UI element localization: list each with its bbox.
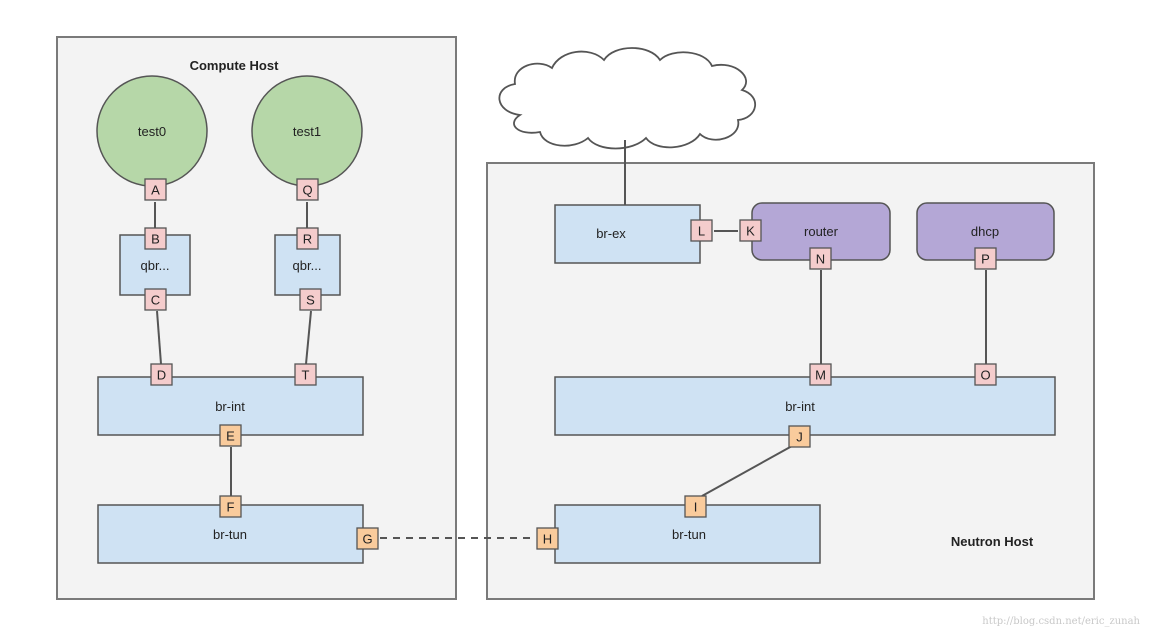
port-G: G: [356, 527, 379, 550]
port-M-label: M: [815, 368, 826, 383]
port-D: D: [150, 363, 173, 386]
qbr0-label: qbr...: [141, 258, 170, 273]
port-J: J: [788, 425, 811, 448]
br-ex-label: br-ex: [596, 226, 626, 241]
port-M: M: [809, 363, 832, 386]
port-G-label: G: [362, 532, 372, 547]
port-A: A: [144, 178, 167, 201]
link-C-D: [156, 310, 162, 365]
port-O: O: [974, 363, 997, 386]
port-K: K: [739, 219, 762, 242]
port-F-label: F: [227, 500, 235, 515]
port-S-label: S: [306, 293, 315, 308]
external-network-cloud-icon: [498, 47, 756, 150]
port-I-label: I: [694, 500, 698, 515]
port-I: I: [684, 495, 707, 518]
port-B: B: [144, 227, 167, 250]
port-E-label: E: [226, 429, 235, 444]
port-P: P: [974, 247, 997, 270]
port-J-label: J: [796, 430, 803, 445]
router-label: router: [804, 224, 839, 239]
port-Q: Q: [296, 178, 319, 201]
port-F: F: [219, 495, 242, 518]
port-Q-label: Q: [302, 183, 312, 198]
port-B-label: B: [151, 232, 160, 247]
br-ex-bridge: [554, 204, 701, 264]
port-H: H: [536, 527, 559, 550]
port-N: N: [809, 247, 832, 270]
port-E: E: [219, 424, 242, 447]
port-P-label: P: [981, 252, 990, 267]
port-C-label: C: [151, 293, 160, 308]
port-K-label: K: [746, 224, 755, 239]
neutron-br-int-label: br-int: [785, 399, 815, 414]
port-R: R: [296, 227, 319, 250]
port-A-label: A: [151, 183, 160, 198]
dhcp-label: dhcp: [971, 224, 999, 239]
port-N-label: N: [816, 252, 825, 267]
port-T: T: [294, 363, 317, 386]
compute-br-tun-label: br-tun: [213, 527, 247, 542]
port-T-label: T: [302, 368, 310, 383]
port-S: S: [299, 288, 322, 311]
vm-test1-label: test1: [293, 124, 321, 139]
port-O-label: O: [980, 368, 990, 383]
neutron-br-int-bridge: [554, 376, 1056, 436]
neutron-host-title: Neutron Host: [951, 534, 1034, 549]
port-H-label: H: [543, 532, 552, 547]
neutron-br-tun-label: br-tun: [672, 527, 706, 542]
port-L-label: L: [698, 224, 705, 239]
link-J-I: [701, 445, 793, 497]
port-L: L: [690, 219, 713, 242]
port-R-label: R: [303, 232, 312, 247]
port-C: C: [144, 288, 167, 311]
watermark-text: http://blog.csdn.net/eric_zunah: [982, 616, 1140, 627]
link-S-T: [305, 310, 312, 365]
compute-br-int-label: br-int: [215, 399, 245, 414]
vm-test0-label: test0: [138, 124, 166, 139]
compute-host-title: Compute Host: [190, 58, 280, 73]
port-D-label: D: [157, 368, 166, 383]
qbr1-label: qbr...: [293, 258, 322, 273]
